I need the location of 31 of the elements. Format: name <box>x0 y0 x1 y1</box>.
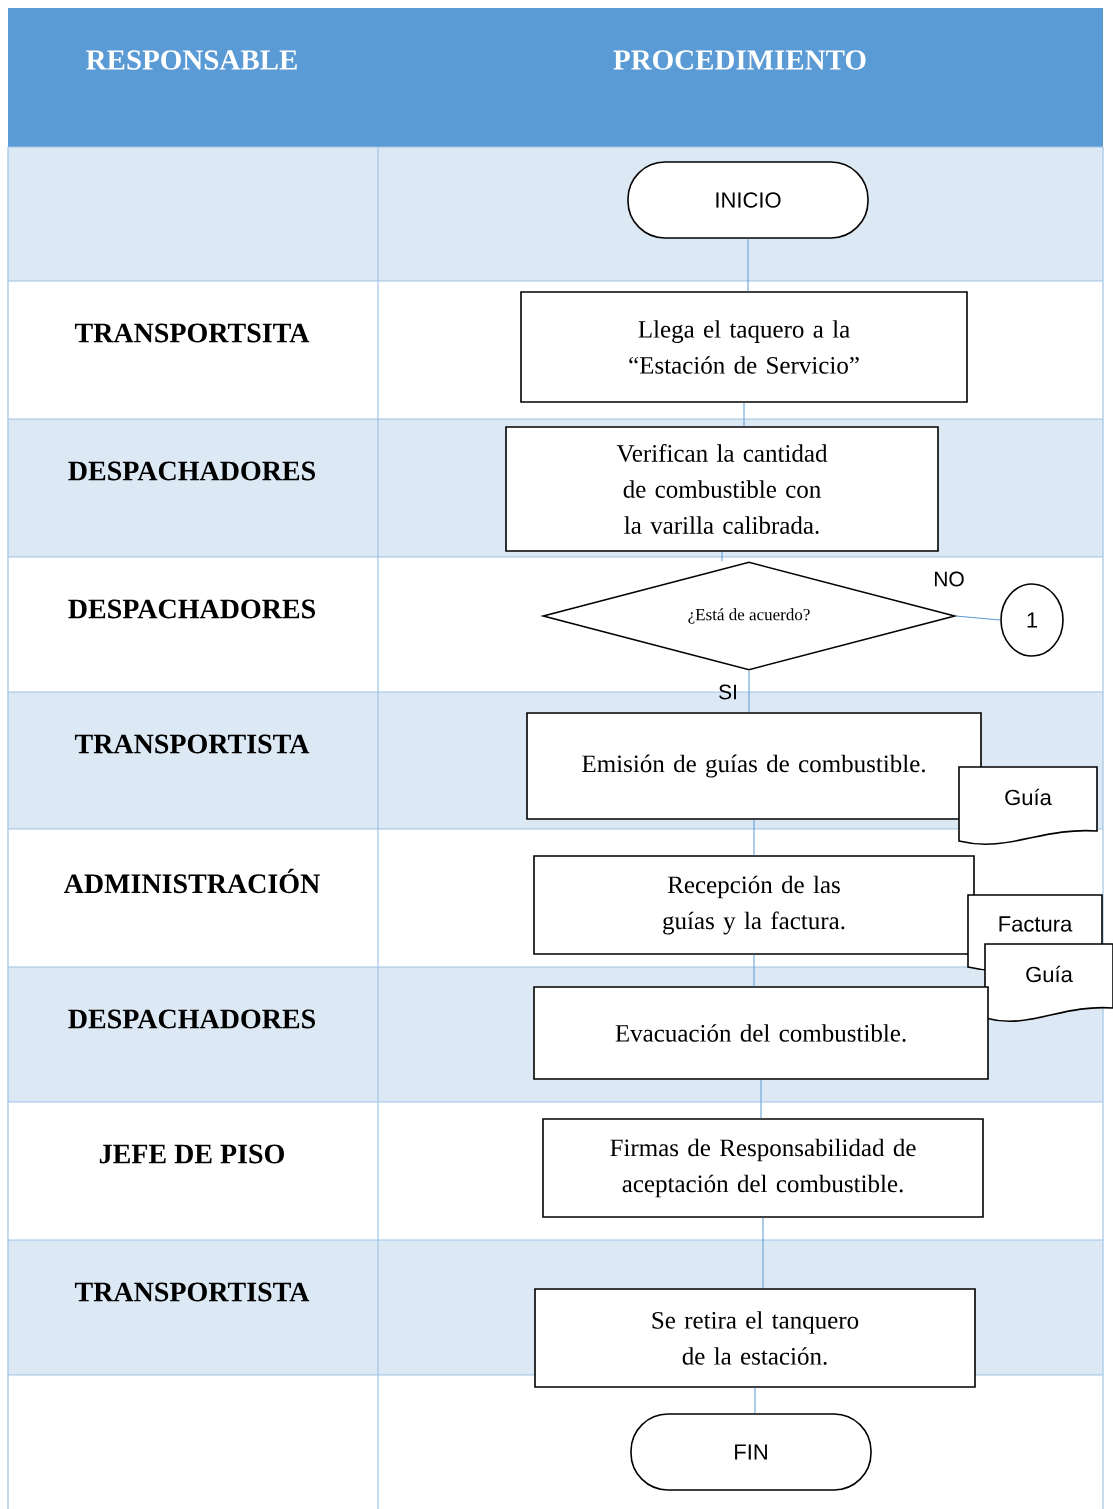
process-box: Se retira el tanquero de la estación. <box>534 1288 976 1388</box>
lane-label: DESPACHADORES <box>68 461 315 481</box>
terminator-box: INICIO <box>627 161 869 239</box>
connector-line <box>760 1079 762 1119</box>
lane-label: DESPACHADORES <box>68 1009 315 1029</box>
lane-label: JEFE DE PISO <box>99 1144 284 1164</box>
connector-line <box>754 1387 756 1414</box>
lane-label: DESPACHADORES <box>68 599 315 619</box>
lane-label: TRANSPORTISTA <box>74 734 310 754</box>
connector-line <box>747 238 749 292</box>
process-box: Evacuación del combustible. <box>533 986 989 1080</box>
node-label: Guía <box>1005 788 1052 806</box>
connector-line <box>753 954 755 987</box>
process-box: Verifican la cantidad de combustible con la varilla calibrada. <box>505 426 939 552</box>
lane-label: TRANSPORTISTA <box>74 1282 310 1302</box>
lane-label: ADMINISTRACIÓN <box>63 868 320 894</box>
column-header: PROCEDIMIENTO <box>613 50 866 70</box>
connector-line <box>721 551 723 562</box>
connector-line <box>762 1217 764 1289</box>
terminator-box: FIN <box>630 1413 872 1491</box>
connector-line <box>753 819 755 856</box>
edge-label: SI <box>719 684 736 700</box>
node-label: Factura <box>999 916 1073 932</box>
process-box: Firmas de Responsabilidad de aceptación del combustible. <box>542 1118 984 1218</box>
connector-line <box>955 615 1001 621</box>
process-box: Emisión de guías de combustible. <box>526 712 982 820</box>
column-header: RESPONSABLE <box>86 50 297 70</box>
process-box: Llega el taquero a la “Estación de Servicio” <box>520 291 968 403</box>
connector-line <box>748 670 750 713</box>
lane-label: TRANSPORTSITA <box>74 323 310 343</box>
connector-line <box>743 402 745 427</box>
